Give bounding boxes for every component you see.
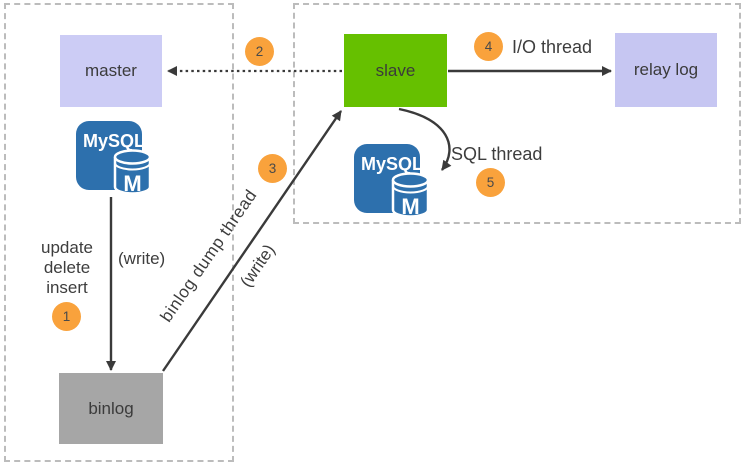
slave-group-box: [293, 3, 741, 224]
operations-line: update: [41, 238, 93, 257]
step-badge-1: 1: [52, 302, 81, 331]
cylinder-letter: M: [401, 194, 419, 219]
master-group-box: [4, 3, 234, 462]
sql-thread-curved-arrow: [398, 107, 452, 171]
write-label-vertical: (write): [118, 249, 166, 268]
step-badge-5: 5: [476, 168, 505, 197]
io-thread-label: I/O thread: [512, 37, 593, 57]
mysql-brand-text: MySQL: [361, 154, 423, 174]
client-operations-label: update delete insert: [30, 238, 104, 298]
binlog-dump-thread-arrow: [162, 110, 342, 372]
database-cylinder-icon: M: [113, 149, 152, 196]
mysql-logo-master: MySQL M: [76, 121, 152, 196]
master-node: master: [60, 35, 162, 107]
step-badge-3: 3: [258, 154, 287, 183]
slave-node: slave: [344, 34, 447, 107]
mysql-brand-text: MySQL: [83, 131, 145, 151]
database-cylinder-icon: M: [391, 172, 430, 219]
binlog-node: binlog: [59, 373, 163, 444]
operations-line: insert: [46, 278, 88, 297]
operations-line: delete: [43, 258, 91, 277]
mysql-logo-slave: MySQL M: [354, 144, 430, 219]
step-badge-4: 4: [474, 32, 503, 61]
sql-thread-label: SQL thread: [451, 144, 543, 164]
relay-log-node: relay log: [615, 33, 717, 107]
step-badge-2: 2: [245, 37, 274, 66]
cylinder-letter: M: [123, 171, 141, 196]
